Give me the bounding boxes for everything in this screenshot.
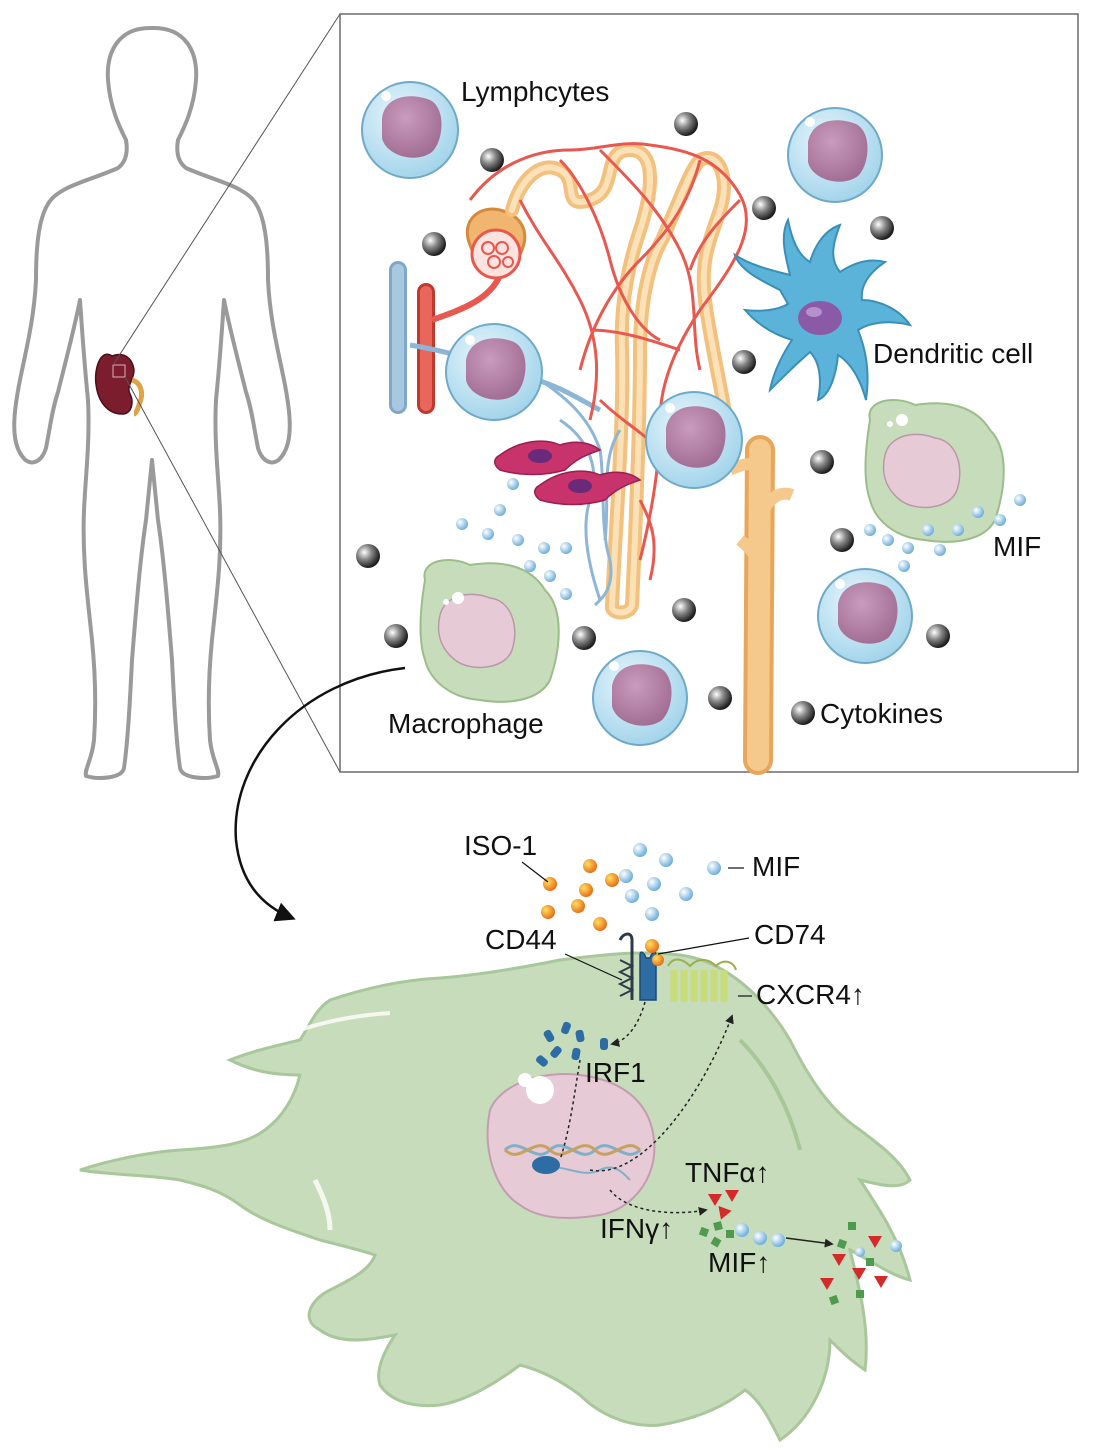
nephron-structure bbox=[389, 142, 795, 775]
cytokine-icon bbox=[674, 112, 698, 136]
irf1-molecules bbox=[536, 1021, 608, 1067]
ifng-molecules bbox=[698, 1221, 734, 1248]
leader-lines bbox=[521, 861, 752, 997]
fibroblast-cells bbox=[494, 440, 642, 506]
macrophage-cell bbox=[419, 559, 560, 703]
cytokine-icon bbox=[356, 544, 380, 568]
cytokine-icon bbox=[830, 528, 854, 552]
signaling-arrows bbox=[559, 1001, 734, 1216]
dendritic-cell bbox=[733, 217, 913, 402]
cytokine-icon bbox=[810, 450, 834, 474]
iso1-particles bbox=[541, 859, 664, 966]
mif-output-molecules bbox=[735, 1223, 785, 1247]
zoom-arrow bbox=[234, 666, 406, 922]
lymphocyte bbox=[787, 107, 883, 203]
tnfa-molecules bbox=[708, 1190, 739, 1220]
ifng-label: IFNγ↑ bbox=[600, 1213, 673, 1244]
cytokine-icon bbox=[708, 686, 732, 710]
cytokines-group bbox=[356, 112, 950, 725]
lymphocyte bbox=[645, 391, 743, 489]
cd44-label: CD44 bbox=[485, 924, 557, 955]
cytokine-icon bbox=[422, 232, 446, 256]
lymphocyte bbox=[817, 568, 913, 664]
zoom-line-bottom bbox=[124, 376, 341, 773]
secreted-cytokines bbox=[820, 1222, 902, 1306]
cxcr4-label: CXCR4↑ bbox=[756, 979, 865, 1010]
cytokine-icon bbox=[672, 598, 696, 622]
cytokine-icon bbox=[732, 350, 756, 374]
macrophage-label: Macrophage bbox=[388, 708, 544, 739]
cd74-label: CD74 bbox=[754, 919, 826, 950]
macrophage-cell bbox=[864, 399, 1005, 543]
dendritic-cell-label: Dendritic cell bbox=[873, 338, 1033, 369]
lymphocyte bbox=[361, 81, 459, 179]
cytokine-icon bbox=[752, 196, 776, 220]
cytokine-icon bbox=[926, 624, 950, 648]
cytokine-legend-icon bbox=[791, 701, 815, 725]
zoom-line-top bbox=[112, 13, 341, 366]
kidney-icon bbox=[94, 353, 145, 417]
lymphocytes-label: Lymphcytes bbox=[461, 76, 609, 107]
mif-particles bbox=[619, 843, 721, 921]
mif-particles-tissue bbox=[456, 478, 1026, 600]
lymphocytes-group bbox=[361, 81, 913, 746]
large-macrophage bbox=[79, 951, 913, 1443]
tnfa-label: TNFα↑ bbox=[685, 1157, 770, 1188]
mif-tissue-label: MIF bbox=[993, 531, 1041, 562]
cd44-receptor bbox=[617, 932, 635, 1000]
mif-label: MIF bbox=[752, 851, 800, 882]
cytokine-icon bbox=[384, 624, 408, 648]
cytokines-label: Cytokines bbox=[820, 698, 943, 729]
human-body-outline bbox=[12, 26, 292, 780]
cytokine-icon bbox=[480, 148, 504, 172]
iso1-label: ISO-1 bbox=[464, 830, 537, 861]
cytokine-icon bbox=[870, 216, 894, 240]
lymphocyte bbox=[445, 323, 543, 421]
cytokine-icon bbox=[572, 626, 596, 650]
mif-up-label: MIF↑ bbox=[708, 1247, 770, 1278]
lymphocyte bbox=[592, 650, 688, 746]
cxcr4-receptor bbox=[667, 958, 737, 1002]
secretion-arrow bbox=[785, 1237, 834, 1248]
irf1-label: IRF1 bbox=[585, 1057, 646, 1088]
